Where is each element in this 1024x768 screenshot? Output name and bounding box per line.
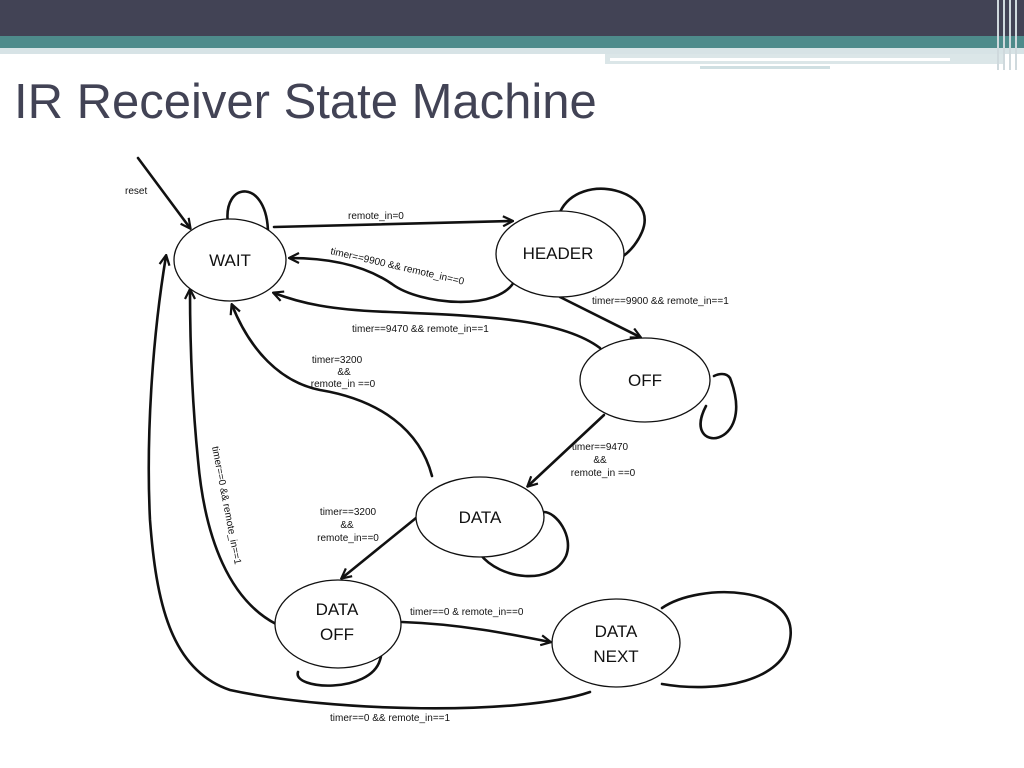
data-to-wait-label-line2: && — [337, 367, 351, 378]
data-to-wait-label-line1: timer=3200 — [312, 355, 363, 366]
state-header — [495, 210, 625, 298]
header-self-loop — [558, 187, 646, 260]
dataoff-to-datanext-arrow — [400, 620, 550, 642]
data-to-dataoff-label-line2: && — [340, 520, 354, 531]
dataoff-to-wait-arrow — [190, 290, 278, 626]
wait-self-loop — [226, 190, 270, 236]
data-to-dataoff-arrow — [342, 516, 418, 578]
off-to-data-label-line2: && — [593, 455, 607, 466]
reset-arrow — [136, 156, 190, 228]
header-to-off-label: timer==9900 && remote_in==1 — [592, 296, 729, 307]
off-self-loop — [699, 372, 738, 440]
off-to-data-label-line1: timer==9470 — [572, 442, 629, 453]
reset-label: reset — [125, 186, 147, 197]
header-band — [0, 0, 1024, 36]
header-accent-band — [0, 36, 1024, 48]
off-to-data-label-line3: remote_in ==0 — [571, 468, 636, 479]
state-data-next-label-line1: DATA — [595, 622, 638, 641]
state-off — [579, 337, 711, 423]
state-data-label: DATA — [459, 508, 502, 527]
header-accent-line-highlight — [610, 58, 950, 61]
state-data — [415, 476, 545, 558]
data-to-dataoff-label-line1: timer==3200 — [320, 507, 377, 518]
dataoff-to-datanext-label: timer==0 & remote_in==0 — [410, 607, 524, 618]
state-data-next-label-line2: NEXT — [593, 647, 638, 666]
state-off-label: OFF — [628, 371, 662, 390]
header-to-wait-label: timer==9900 && remote_in==0 — [329, 246, 465, 288]
state-wait — [173, 218, 287, 302]
datanext-to-wait-arrow — [147, 256, 592, 710]
data-to-wait-arrow — [232, 305, 434, 478]
wait-to-header-arrow — [272, 221, 512, 229]
dataoff-to-wait-label: timer==0 && remote_in==1 — [209, 445, 243, 565]
state-data-off-label-line1: DATA — [316, 600, 359, 619]
datanext-self-loop — [660, 590, 792, 689]
header-accent-line-small — [700, 66, 830, 69]
header-pale-band — [0, 48, 1024, 54]
state-data-next — [551, 598, 681, 688]
header-to-wait-arrow — [290, 258, 517, 304]
state-data-off — [274, 579, 402, 669]
header-corner-lines — [995, 0, 1024, 70]
off-to-wait-arrow — [274, 293, 602, 350]
data-self-loop — [478, 510, 570, 578]
off-to-data-arrow — [528, 413, 606, 486]
off-to-wait-label: timer==9470 && remote_in==1 — [352, 324, 489, 335]
datanext-to-wait-label: timer==0 && remote_in==1 — [330, 713, 451, 724]
state-data-off-label-line2: OFF — [320, 625, 354, 644]
state-wait-label: WAIT — [209, 251, 251, 270]
state-header-label: HEADER — [523, 244, 594, 263]
data-to-wait-label-line3: remote_in ==0 — [311, 379, 376, 390]
wait-to-header-label: remote_in=0 — [348, 211, 404, 222]
data-to-dataoff-label-line3: remote_in==0 — [317, 533, 379, 544]
slide-title: IR Receiver State Machine — [14, 75, 597, 129]
header-to-off-arrow — [558, 295, 640, 337]
